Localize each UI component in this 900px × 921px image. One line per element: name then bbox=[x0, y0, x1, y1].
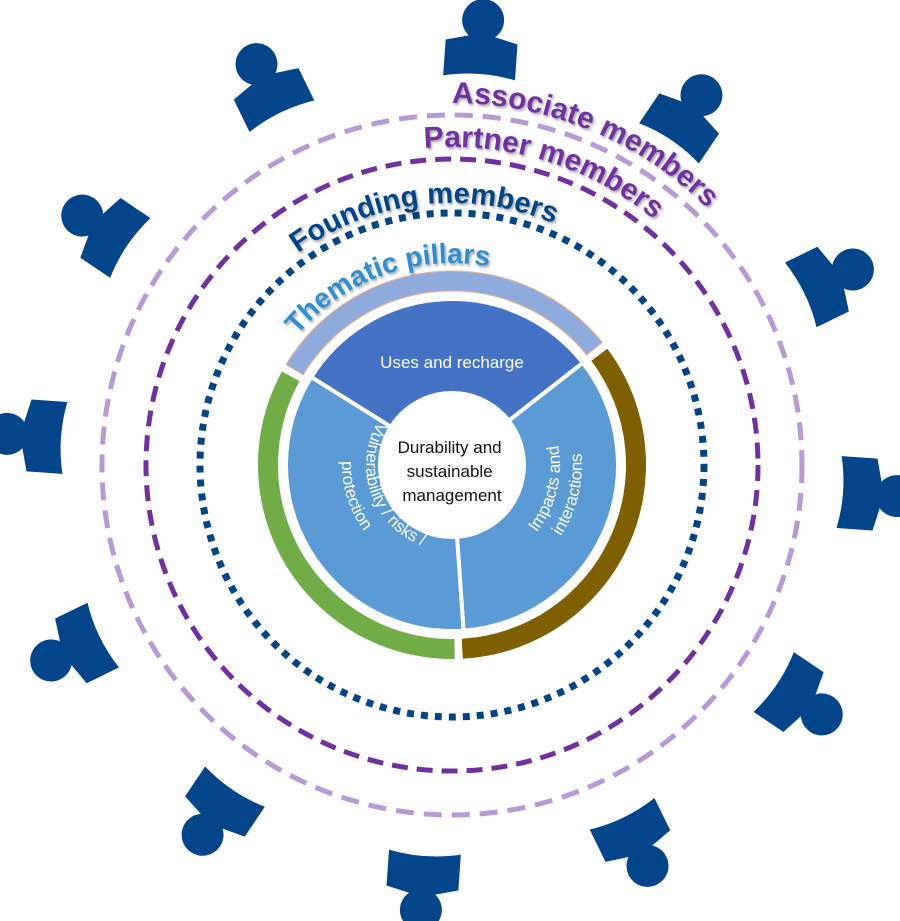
segment-label-uses: Uses and recharge bbox=[380, 353, 524, 372]
pillar-ring-vulnerability bbox=[257, 371, 455, 659]
person-head bbox=[181, 813, 224, 856]
thematic-pillars-ring bbox=[257, 270, 646, 659]
person-body bbox=[836, 456, 882, 531]
person-icon bbox=[784, 246, 874, 328]
pillar-ring-impacts bbox=[461, 348, 646, 659]
center-circle[interactable] bbox=[378, 391, 526, 539]
center-label-line-1: Durability and bbox=[398, 438, 502, 457]
person-icon bbox=[443, 0, 518, 81]
center-label-line-3: management bbox=[402, 486, 502, 505]
person-body bbox=[185, 766, 265, 837]
center-label: Durability and sustainable management bbox=[398, 438, 507, 505]
partner-members-ring bbox=[143, 156, 761, 774]
person-icon bbox=[589, 797, 671, 887]
person-icon bbox=[233, 43, 315, 133]
founding-members-ring bbox=[196, 209, 708, 721]
person-body bbox=[22, 399, 68, 474]
person-body bbox=[443, 35, 518, 81]
person-icon bbox=[639, 74, 723, 164]
person-head bbox=[875, 475, 900, 518]
pillar-ring-uses bbox=[285, 270, 604, 376]
associate-members-ring bbox=[99, 112, 805, 818]
person-head bbox=[0, 412, 29, 455]
person-icon bbox=[753, 652, 843, 736]
person-head bbox=[626, 844, 669, 887]
person-head bbox=[235, 43, 278, 86]
person-head bbox=[30, 639, 73, 682]
person-body bbox=[80, 198, 151, 278]
person-body bbox=[386, 849, 461, 895]
person-body bbox=[753, 652, 824, 732]
person-head bbox=[399, 888, 442, 921]
person-icon bbox=[386, 849, 461, 921]
person-icon bbox=[181, 766, 265, 856]
person-head bbox=[680, 74, 723, 117]
person-head bbox=[831, 248, 874, 291]
person-body bbox=[639, 93, 719, 164]
center-label-line-2: sustainable bbox=[407, 462, 493, 481]
person-head bbox=[800, 693, 843, 736]
person-head bbox=[61, 194, 104, 237]
person-icon bbox=[0, 399, 68, 474]
person-icon bbox=[61, 194, 151, 278]
person-icon bbox=[30, 602, 120, 684]
person-head bbox=[462, 0, 505, 42]
person-icon bbox=[836, 456, 900, 531]
